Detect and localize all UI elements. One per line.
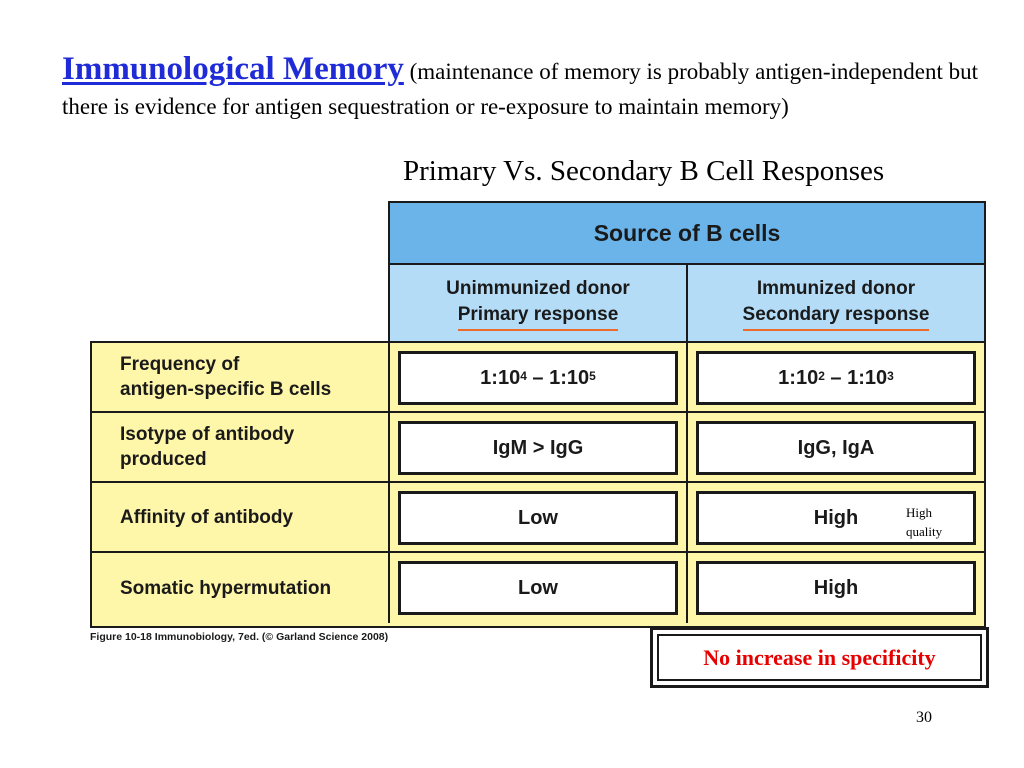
cell-primary-affinity: Low	[398, 491, 678, 545]
page-number: 30	[916, 709, 932, 726]
source-header: Source of B cells	[388, 201, 986, 265]
annotation-line: quality	[906, 524, 943, 539]
ratio-base: 1:10	[480, 366, 521, 389]
table-heading: Primary Vs. Secondary B Cell Responses	[403, 155, 885, 187]
column-divider	[388, 553, 390, 623]
column-divider	[388, 413, 390, 481]
ratio-base: 1:10	[778, 366, 819, 389]
response-label: Secondary response	[742, 302, 930, 331]
table-row-isotype: Isotype of antibody produced IgM > IgG I…	[92, 413, 984, 483]
cell-secondary-hypermutation: High	[696, 561, 976, 615]
column-divider	[388, 483, 390, 551]
table-row-affinity: Affinity of antibody Low High	[92, 483, 984, 553]
column-divider	[686, 343, 688, 411]
ratio-base: 1:10	[549, 366, 590, 389]
row-label: Frequency of antigen-specific B cells	[120, 343, 331, 411]
ratio-separator: –	[824, 366, 848, 389]
row-label-line: Isotype of antibody	[120, 424, 295, 445]
row-label-line: Frequency of	[120, 354, 240, 375]
specificity-note: No increase in specificity	[657, 634, 982, 681]
ratio-separator: –	[526, 366, 550, 389]
comparison-table: Frequency of antigen-specific B cells 1:…	[90, 341, 986, 628]
donor-label: Immunized donor	[756, 277, 916, 299]
title-heading: Immunological Memory	[62, 51, 404, 87]
row-label: Somatic hypermutation	[120, 577, 332, 599]
title-note: (maintenance of memory is probably antig…	[62, 59, 979, 119]
specificity-note-box: No increase in specificity	[650, 627, 989, 688]
annotation-line: High	[906, 505, 932, 520]
donor-label: Unimmunized donor	[446, 277, 630, 299]
cell-secondary-affinity: High	[696, 491, 976, 545]
cell-secondary-isotype: IgG, IgA	[696, 421, 976, 475]
table-row-hypermutation: Somatic hypermutation Low High	[92, 553, 984, 623]
high-quality-annotation: High quality	[906, 503, 942, 541]
table-row-frequency: Frequency of antigen-specific B cells 1:…	[92, 343, 984, 413]
ratio-exponent: 4	[520, 369, 527, 383]
ratio-exponent: 3	[887, 369, 894, 383]
row-label-line: produced	[120, 449, 207, 470]
column-divider	[388, 343, 390, 411]
cell-primary-isotype: IgM > IgG	[398, 421, 678, 475]
column-divider	[686, 483, 688, 551]
figure-caption: Figure 10-18 Immunobiology, 7ed. (© Garl…	[90, 631, 389, 643]
ratio-base: 1:10	[847, 366, 888, 389]
column-divider	[686, 553, 688, 623]
column-header-secondary: Immunized donor Secondary response	[686, 263, 986, 343]
column-header-primary: Unimmunized donor Primary response	[388, 263, 688, 343]
row-label: Isotype of antibody produced	[120, 413, 294, 481]
ratio-exponent: 5	[589, 369, 596, 383]
cell-primary-hypermutation: Low	[398, 561, 678, 615]
ratio-exponent: 2	[818, 369, 825, 383]
slide-title: Immunological Memory (maintenance of mem…	[62, 52, 1002, 124]
row-label: Affinity of antibody	[120, 506, 294, 528]
response-label: Primary response	[457, 302, 619, 331]
column-divider	[686, 413, 688, 481]
row-label-line: antigen-specific B cells	[120, 379, 332, 400]
